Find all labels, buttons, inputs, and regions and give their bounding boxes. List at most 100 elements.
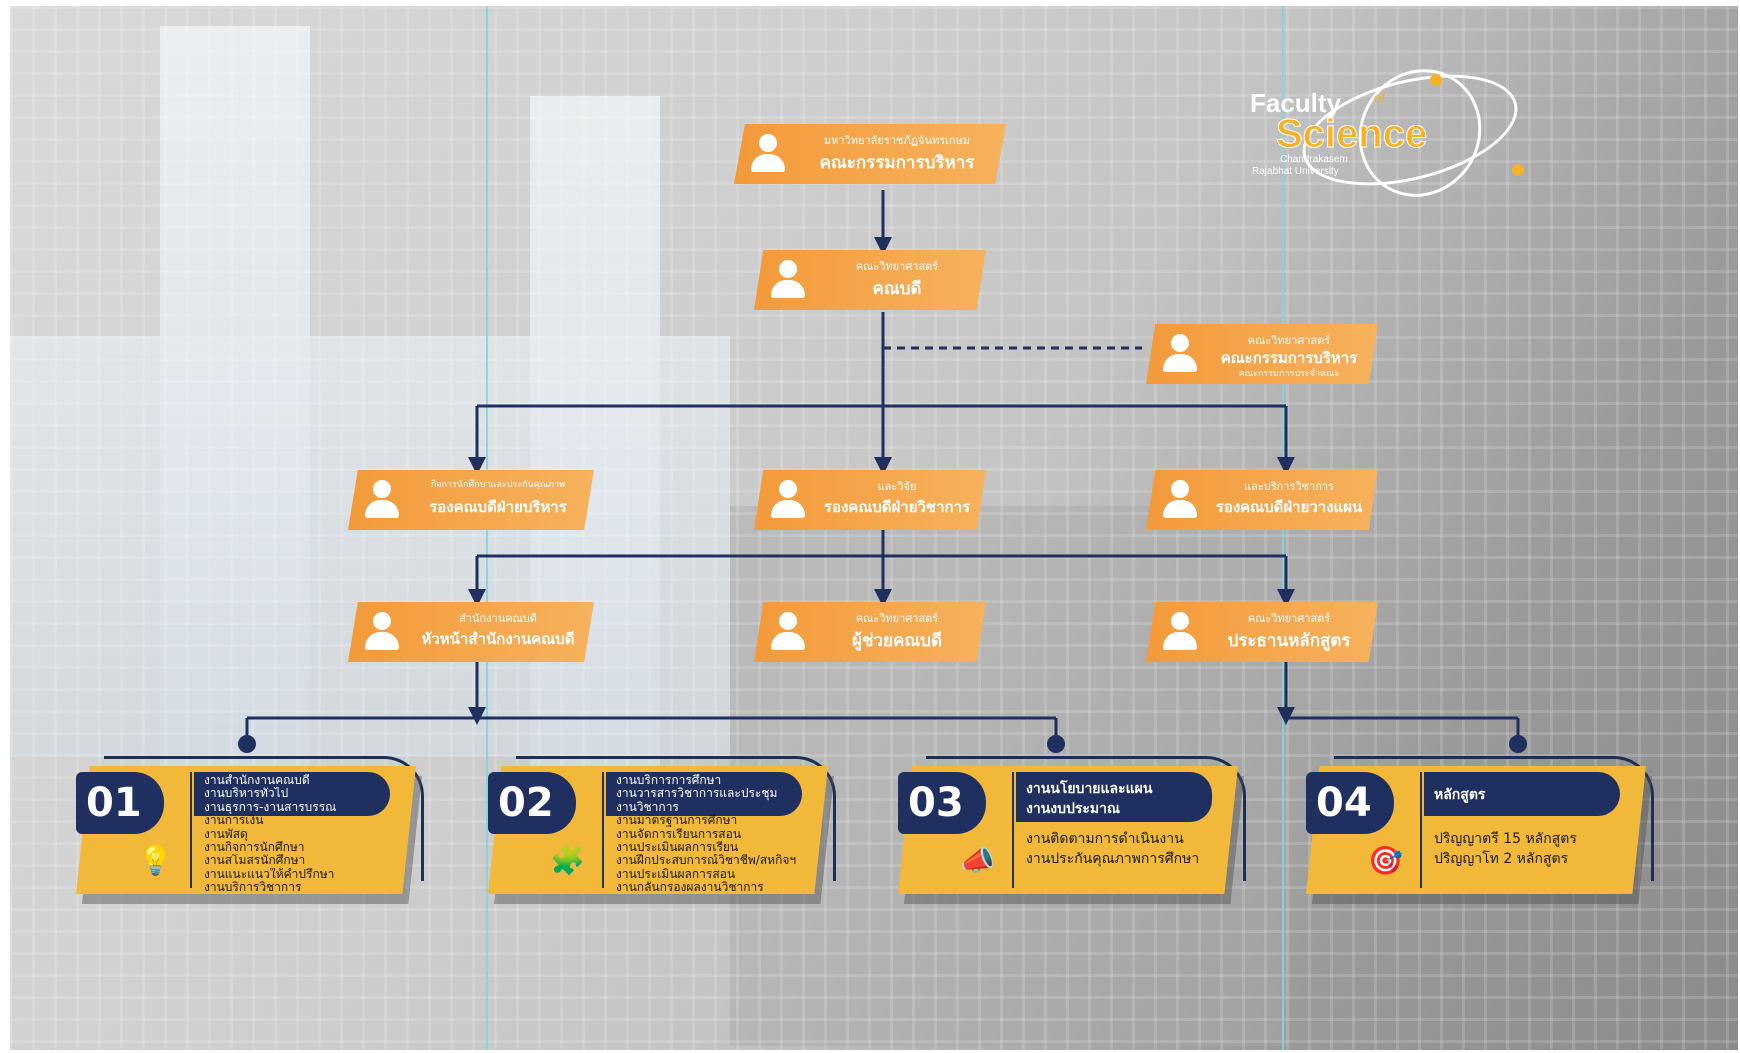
card-01[interactable]: 01 💡 งานสำนักงานคณบดี งานบริหารทั่วไป งา… bbox=[76, 756, 436, 904]
org-chart-canvas: Faculty of Science Chandrakasem Rajabhat… bbox=[10, 6, 1738, 1050]
card-number-tab bbox=[488, 772, 576, 834]
card-number: 01 bbox=[86, 780, 142, 826]
card-item: งานจัดการเรียนการสอน bbox=[616, 827, 742, 841]
card-item: งานสโมสรนักศึกษา bbox=[204, 854, 306, 868]
card-frame bbox=[104, 756, 424, 881]
node-vp-admin[interactable]: กิจการนักศึกษาและประกันคุณภาพ รองคณบดีฝ่… bbox=[348, 470, 594, 530]
card-divider bbox=[190, 772, 192, 888]
logo-university-line1: Chandrakasem bbox=[1280, 154, 1348, 165]
logo-dot-1 bbox=[1430, 74, 1442, 86]
node-main: รองคณบดีฝ่ายวางแผน bbox=[1215, 498, 1363, 516]
card-item: งานธุรการ-งานสารบรรณ bbox=[204, 800, 337, 814]
card-item: งานประกันคุณภาพการศึกษา bbox=[1026, 851, 1200, 867]
person-icon bbox=[362, 610, 402, 654]
card-number: 02 bbox=[498, 780, 554, 826]
person-icon bbox=[1160, 332, 1200, 376]
person-icon bbox=[1160, 610, 1200, 654]
logo-faculty-text: Faculty bbox=[1250, 88, 1342, 118]
background-tower-left bbox=[160, 26, 310, 846]
card-item: ปริญญาโท 2 หลักสูตร bbox=[1434, 851, 1569, 867]
node-sub: และวิจัย bbox=[877, 480, 917, 493]
card-02[interactable]: 02 🧩 งานบริการการศึกษา งานวารสารวิชาการแ… bbox=[488, 756, 848, 904]
person-icon bbox=[768, 610, 808, 654]
card-item: งานกลั่นกรองผลงานวิชาการ bbox=[616, 881, 764, 895]
card-item: งานการเงิน bbox=[204, 814, 264, 828]
card-divider bbox=[1012, 772, 1014, 888]
faculty-of-science-logo: Faculty of Science Chandrakasem Rajabhat… bbox=[1250, 46, 1529, 220]
card-item: งานมาตรฐานการศึกษา bbox=[616, 814, 738, 828]
card-item: งานวารสารวิชาการและประชุม bbox=[616, 787, 778, 801]
node-note: คณะกรรมการประจำคณะ bbox=[1238, 369, 1340, 379]
logo-university-line2: Rajabhat University bbox=[1252, 166, 1339, 177]
card-title-line: หลักสูตร bbox=[1434, 787, 1486, 803]
card-item: งานวิชาการ bbox=[616, 800, 679, 814]
card-item: งานบริหารทั่วไป bbox=[204, 787, 289, 801]
card-item-list: งานสำนักงานคณบดี งานบริหารทั่วไป งานธุรก… bbox=[204, 774, 424, 895]
node-dean[interactable]: คณะวิทยาศาสตร์ คณบดี bbox=[754, 250, 986, 310]
card-item: งานบริการการศึกษา bbox=[616, 774, 722, 787]
card-number: 03 bbox=[908, 780, 964, 826]
card-number-tab bbox=[1306, 772, 1394, 834]
card-item: งานกิจการนักศึกษา bbox=[204, 841, 305, 855]
logo-of-text: of bbox=[1374, 90, 1385, 105]
person-icon bbox=[768, 478, 808, 522]
person-icon bbox=[362, 478, 402, 522]
node-main: รองคณบดีฝ่ายวิชาการ bbox=[823, 498, 971, 516]
card-item-list: งานบริการการศึกษา งานวารสารวิชาการและประ… bbox=[616, 774, 836, 895]
node-sub: คณะวิทยาศาสตร์ bbox=[1247, 334, 1331, 347]
node-main: รองคณบดีฝ่ายบริหาร bbox=[429, 498, 567, 516]
card-band bbox=[1016, 772, 1212, 822]
card-frame bbox=[516, 756, 836, 881]
card-item: งานประเมินผลการเรียน bbox=[616, 841, 739, 855]
node-main: ผู้ช่วยคณบดี bbox=[852, 631, 942, 651]
node-main: หัวหน้าสำนักงานคณบดี bbox=[421, 630, 575, 648]
node-vp-planning[interactable]: และบริการวิชาการ รองคณบดีฝ่ายวางแผน bbox=[1146, 470, 1378, 530]
node-sub: สำนักงานคณบดี bbox=[459, 612, 537, 625]
node-main: คณบดี bbox=[872, 279, 922, 299]
node-program-chair[interactable]: คณะวิทยาศาสตร์ ประธานหลักสูตร bbox=[1146, 602, 1378, 662]
person-icon bbox=[1160, 478, 1200, 522]
node-sub: กิจการนักศึกษาและประกันคุณภาพ bbox=[430, 480, 566, 490]
node-sub: คณะวิทยาศาสตร์ bbox=[855, 612, 939, 625]
card-item: งานติดตามการดำเนินงาน bbox=[1026, 831, 1184, 847]
node-vp-academic[interactable]: และวิจัย รองคณบดีฝ่ายวิชาการ bbox=[754, 470, 986, 530]
lightbulb-icon: 💡 bbox=[138, 844, 173, 877]
card-item: ปริญญาตรี 15 หลักสูตร bbox=[1434, 831, 1577, 847]
target-icon: 🎯 bbox=[1368, 844, 1403, 877]
card-item: งานฝึกประสบการณ์วิชาชีพ/สหกิจฯ bbox=[616, 854, 797, 868]
card-frame bbox=[926, 756, 1246, 881]
node-sub: และบริการวิชาการ bbox=[1244, 480, 1334, 493]
logo-dot-2 bbox=[1512, 164, 1524, 176]
card-frame bbox=[1334, 756, 1654, 881]
node-main: คณะกรรมการบริหาร bbox=[1220, 349, 1358, 367]
card-item: งานบริการวิชาการ bbox=[204, 881, 302, 895]
card-item: งานประเมินผลการสอน bbox=[616, 867, 736, 881]
card-divider bbox=[602, 772, 604, 888]
node-office-head[interactable]: สำนักงานคณบดี หัวหน้าสำนักงานคณบดี bbox=[348, 602, 594, 662]
card-04[interactable]: 04 🎯 หลักสูตร ปริญญาตรี 15 หลักสูตร ปริญ… bbox=[1306, 756, 1666, 904]
card-band bbox=[1424, 772, 1620, 816]
node-sub: คณะวิทยาศาสตร์ bbox=[855, 260, 939, 273]
megaphone-icon: 📣 bbox=[960, 844, 995, 877]
connector-lines bbox=[238, 190, 1527, 753]
node-main: คณะกรรมการบริหาร bbox=[819, 153, 975, 173]
card-title-line: งานงบประมาณ bbox=[1026, 801, 1120, 817]
card-band bbox=[194, 772, 390, 816]
node-assistant-dean[interactable]: คณะวิทยาศาสตร์ ผู้ช่วยคณบดี bbox=[754, 602, 986, 662]
card-item: งานแนะแนวให้คำปรึกษา bbox=[204, 867, 335, 881]
card-item: งานพัสดุ bbox=[204, 827, 248, 841]
card-03[interactable]: 03 📣 งานนโยบายและแผน งานงบประมาณ งานติดต… bbox=[898, 756, 1258, 904]
card-number-tab bbox=[76, 772, 164, 834]
card-item: งานสำนักงานคณบดี bbox=[204, 774, 310, 787]
card-title-line: งานนโยบายและแผน bbox=[1026, 781, 1153, 797]
person-icon bbox=[748, 132, 788, 176]
person-icon bbox=[768, 258, 808, 302]
puzzle-icon: 🧩 bbox=[550, 844, 585, 877]
node-main: ประธานหลักสูตร bbox=[1227, 631, 1351, 651]
card-number: 04 bbox=[1316, 780, 1372, 826]
node-sub: มหาวิทยาลัยราชภัฏจันทรเกษม bbox=[823, 134, 971, 147]
node-board[interactable]: มหาวิทยาลัยราชภัฏจันทรเกษม คณะกรรมการบริ… bbox=[734, 124, 1006, 184]
logo-science-text: Science bbox=[1275, 112, 1428, 157]
node-sub: คณะวิทยาศาสตร์ bbox=[1247, 612, 1331, 625]
node-faculty-committee[interactable]: คณะวิทยาศาสตร์ คณะกรรมการบริหาร คณะกรรมก… bbox=[1146, 324, 1378, 384]
